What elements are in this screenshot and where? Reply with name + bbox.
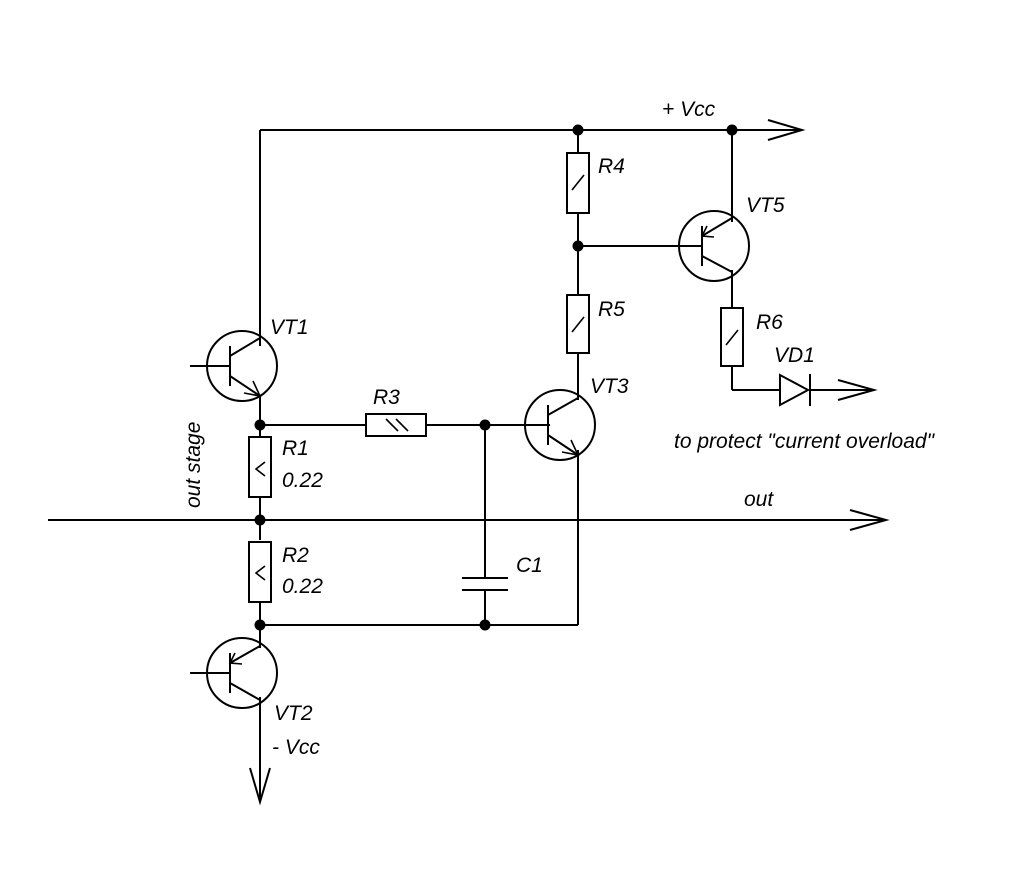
protect-note: to protect "current overload" (674, 430, 936, 453)
out-stage-label: out stage (182, 422, 205, 508)
vt2-label: VT2 (274, 702, 313, 725)
vcc-pos-label: + Vcc (662, 98, 716, 121)
r1-label: R1 (282, 437, 309, 460)
arrow-vcc-pos (767, 119, 806, 141)
junction-dot (726, 124, 738, 136)
arrow-protect (837, 379, 878, 401)
junction-dot (572, 240, 584, 252)
r3-label: R3 (373, 386, 400, 409)
arrow-out (849, 509, 890, 531)
vcc-neg-label: - Vcc (272, 736, 320, 759)
arrow-vcc-neg (249, 767, 271, 806)
r5-label: R5 (598, 298, 625, 321)
junction-dot (254, 514, 266, 526)
vd1-label: VD1 (774, 344, 815, 367)
resistor-r1 (248, 436, 272, 498)
junction-dot (479, 419, 491, 431)
resistor-r4 (566, 152, 590, 214)
junctions (254, 124, 738, 631)
r2-value: 0.22 (282, 575, 323, 598)
vt3-label: VT3 (590, 375, 629, 398)
resistor-r2 (248, 541, 272, 603)
vt5-label: VT5 (746, 194, 785, 217)
wires (48, 129, 884, 800)
junction-dot (254, 419, 266, 431)
resistor-r3 (365, 413, 427, 437)
transistor-vt2 (190, 637, 278, 709)
diode-vd1 (779, 373, 811, 407)
c1-label: C1 (516, 554, 543, 577)
capacitor-c1 (462, 577, 508, 591)
resistor-r6 (720, 307, 744, 367)
r6-label: R6 (756, 311, 783, 334)
junction-dot (479, 619, 491, 631)
transistor-vt3 (524, 389, 596, 461)
out-label: out (744, 488, 774, 511)
vt1-label: VT1 (270, 316, 309, 339)
transistor-vt5 (678, 210, 750, 282)
resistor-r5 (566, 294, 590, 354)
junction-dot (254, 619, 266, 631)
r2-label: R2 (282, 544, 309, 567)
transistor-vt1 (190, 330, 278, 402)
r4-label: R4 (598, 155, 625, 178)
arrows (249, 119, 890, 806)
r1-value: 0.22 (282, 469, 323, 492)
junction-dot (572, 124, 584, 136)
